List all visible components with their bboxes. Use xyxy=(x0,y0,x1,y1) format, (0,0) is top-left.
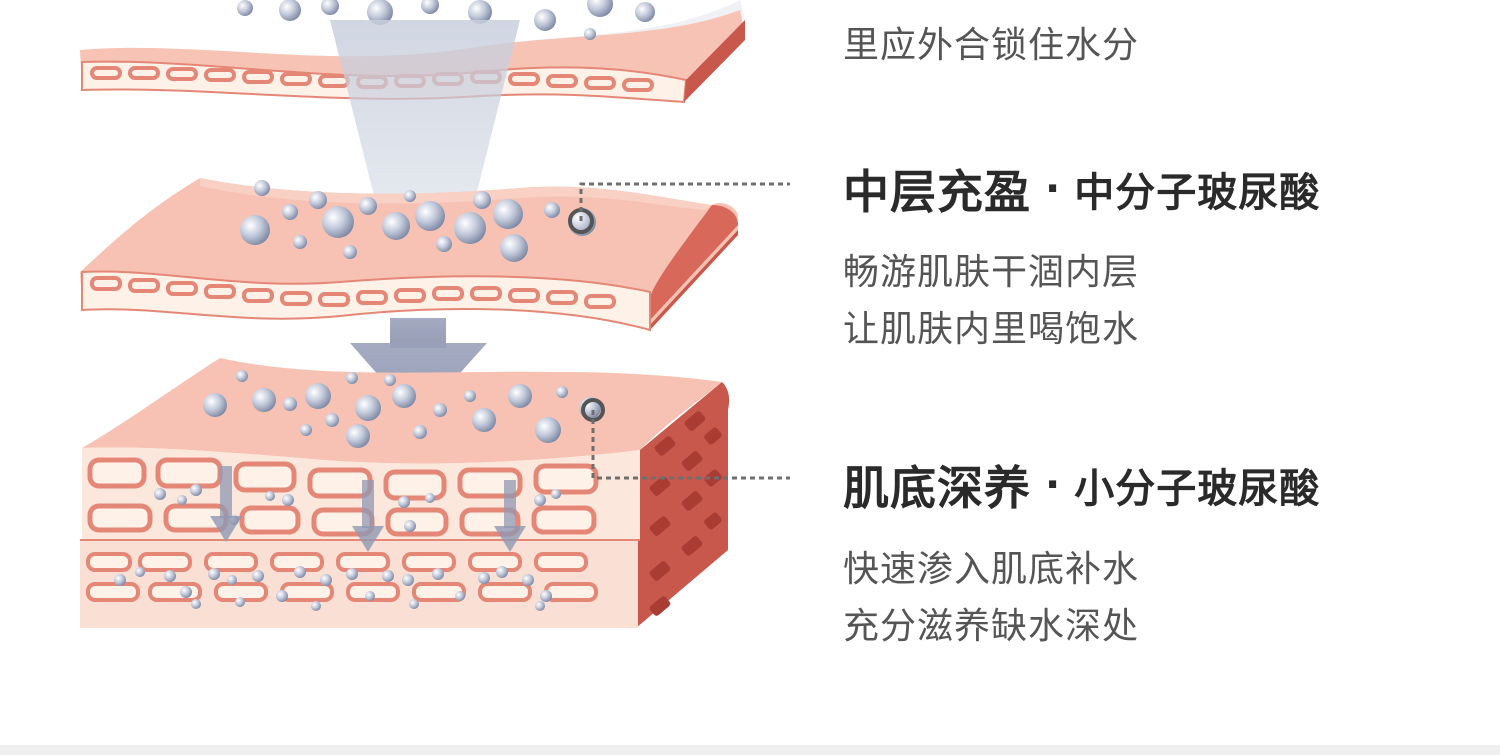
skin-layers-illustration xyxy=(0,0,790,755)
bottom-skin-block xyxy=(80,358,729,628)
middle-layer-title-main: 中层充盈 xyxy=(843,156,1031,222)
middle-layer-title-sep: · xyxy=(1045,166,1060,212)
bottom-layer-title-main: 肌底深养 xyxy=(843,452,1031,518)
middle-layer-title-sub: 中分子玻尿酸 xyxy=(1074,160,1320,218)
bottom-layer-title-sub: 小分子玻尿酸 xyxy=(1074,456,1320,514)
page-bottom-divider xyxy=(0,745,1500,755)
middle-layer-desc-1: 畅游肌肤干涸内层 xyxy=(843,243,1139,295)
bottom-layer-title-sep: · xyxy=(1045,462,1060,508)
bottom-layer-desc-1: 快速渗入肌底补水 xyxy=(843,540,1139,592)
middle-layer-desc-2: 让肌肤内里喝饱水 xyxy=(843,300,1139,352)
top-layer-desc-1: 里应外合锁住水分 xyxy=(843,16,1139,68)
bottom-layer-desc-2: 充分滋养缺水深处 xyxy=(843,597,1139,649)
middle-layer-title: 中层充盈 · 中分子玻尿酸 xyxy=(843,156,1320,222)
bottom-layer-title: 肌底深养 · 小分子玻尿酸 xyxy=(843,452,1320,518)
middle-skin-layer xyxy=(80,178,738,330)
